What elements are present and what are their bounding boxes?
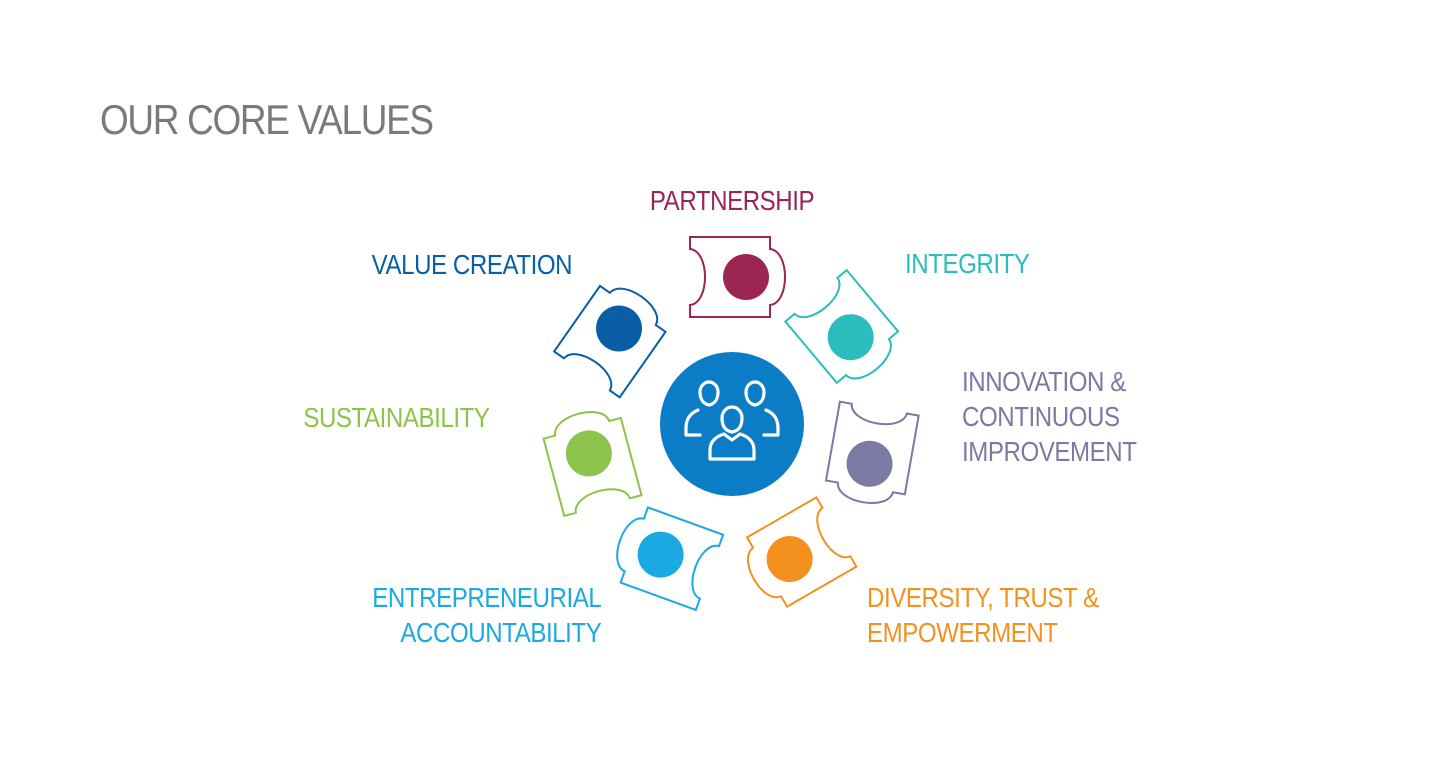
center-hub: [660, 352, 804, 496]
innovation-dot: [846, 440, 893, 487]
label-diversity: DIVERSITY, TRUST & EMPOWERMENT: [867, 582, 1099, 648]
page-title: OUR CORE VALUES: [100, 96, 434, 143]
partnership-dot: [723, 254, 769, 300]
value-tile-innovation: [822, 400, 920, 511]
value-creation-dot: [596, 305, 643, 352]
value-tile-partnership: [689, 236, 786, 318]
value-tile-integrity: [784, 269, 909, 396]
sustainability-dot: [565, 430, 612, 477]
diversity-dot: [766, 536, 813, 582]
label-innovation: INNOVATION & CONTINUOUS IMPROVEMENT: [962, 366, 1137, 467]
value-tile-entrepreneurial: [605, 501, 725, 611]
value-tile-diversity: [733, 496, 858, 616]
people-group-icon: [684, 380, 780, 461]
value-tile-sustainability: [538, 402, 643, 517]
label-value-creation: VALUE CREATION: [371, 249, 573, 280]
integrity-dot: [827, 314, 874, 361]
label-integrity: INTEGRITY: [905, 248, 1030, 279]
label-entrepreneurial: ENTREPRENEURIAL ACCOUNTABILITY: [371, 582, 601, 648]
label-partnership: PARTNERSHIP: [649, 185, 815, 216]
label-sustainability: SUSTAINABILITY: [303, 402, 491, 433]
entrepreneurial-dot: [637, 531, 684, 578]
value-tile-value-creation: [553, 272, 676, 399]
